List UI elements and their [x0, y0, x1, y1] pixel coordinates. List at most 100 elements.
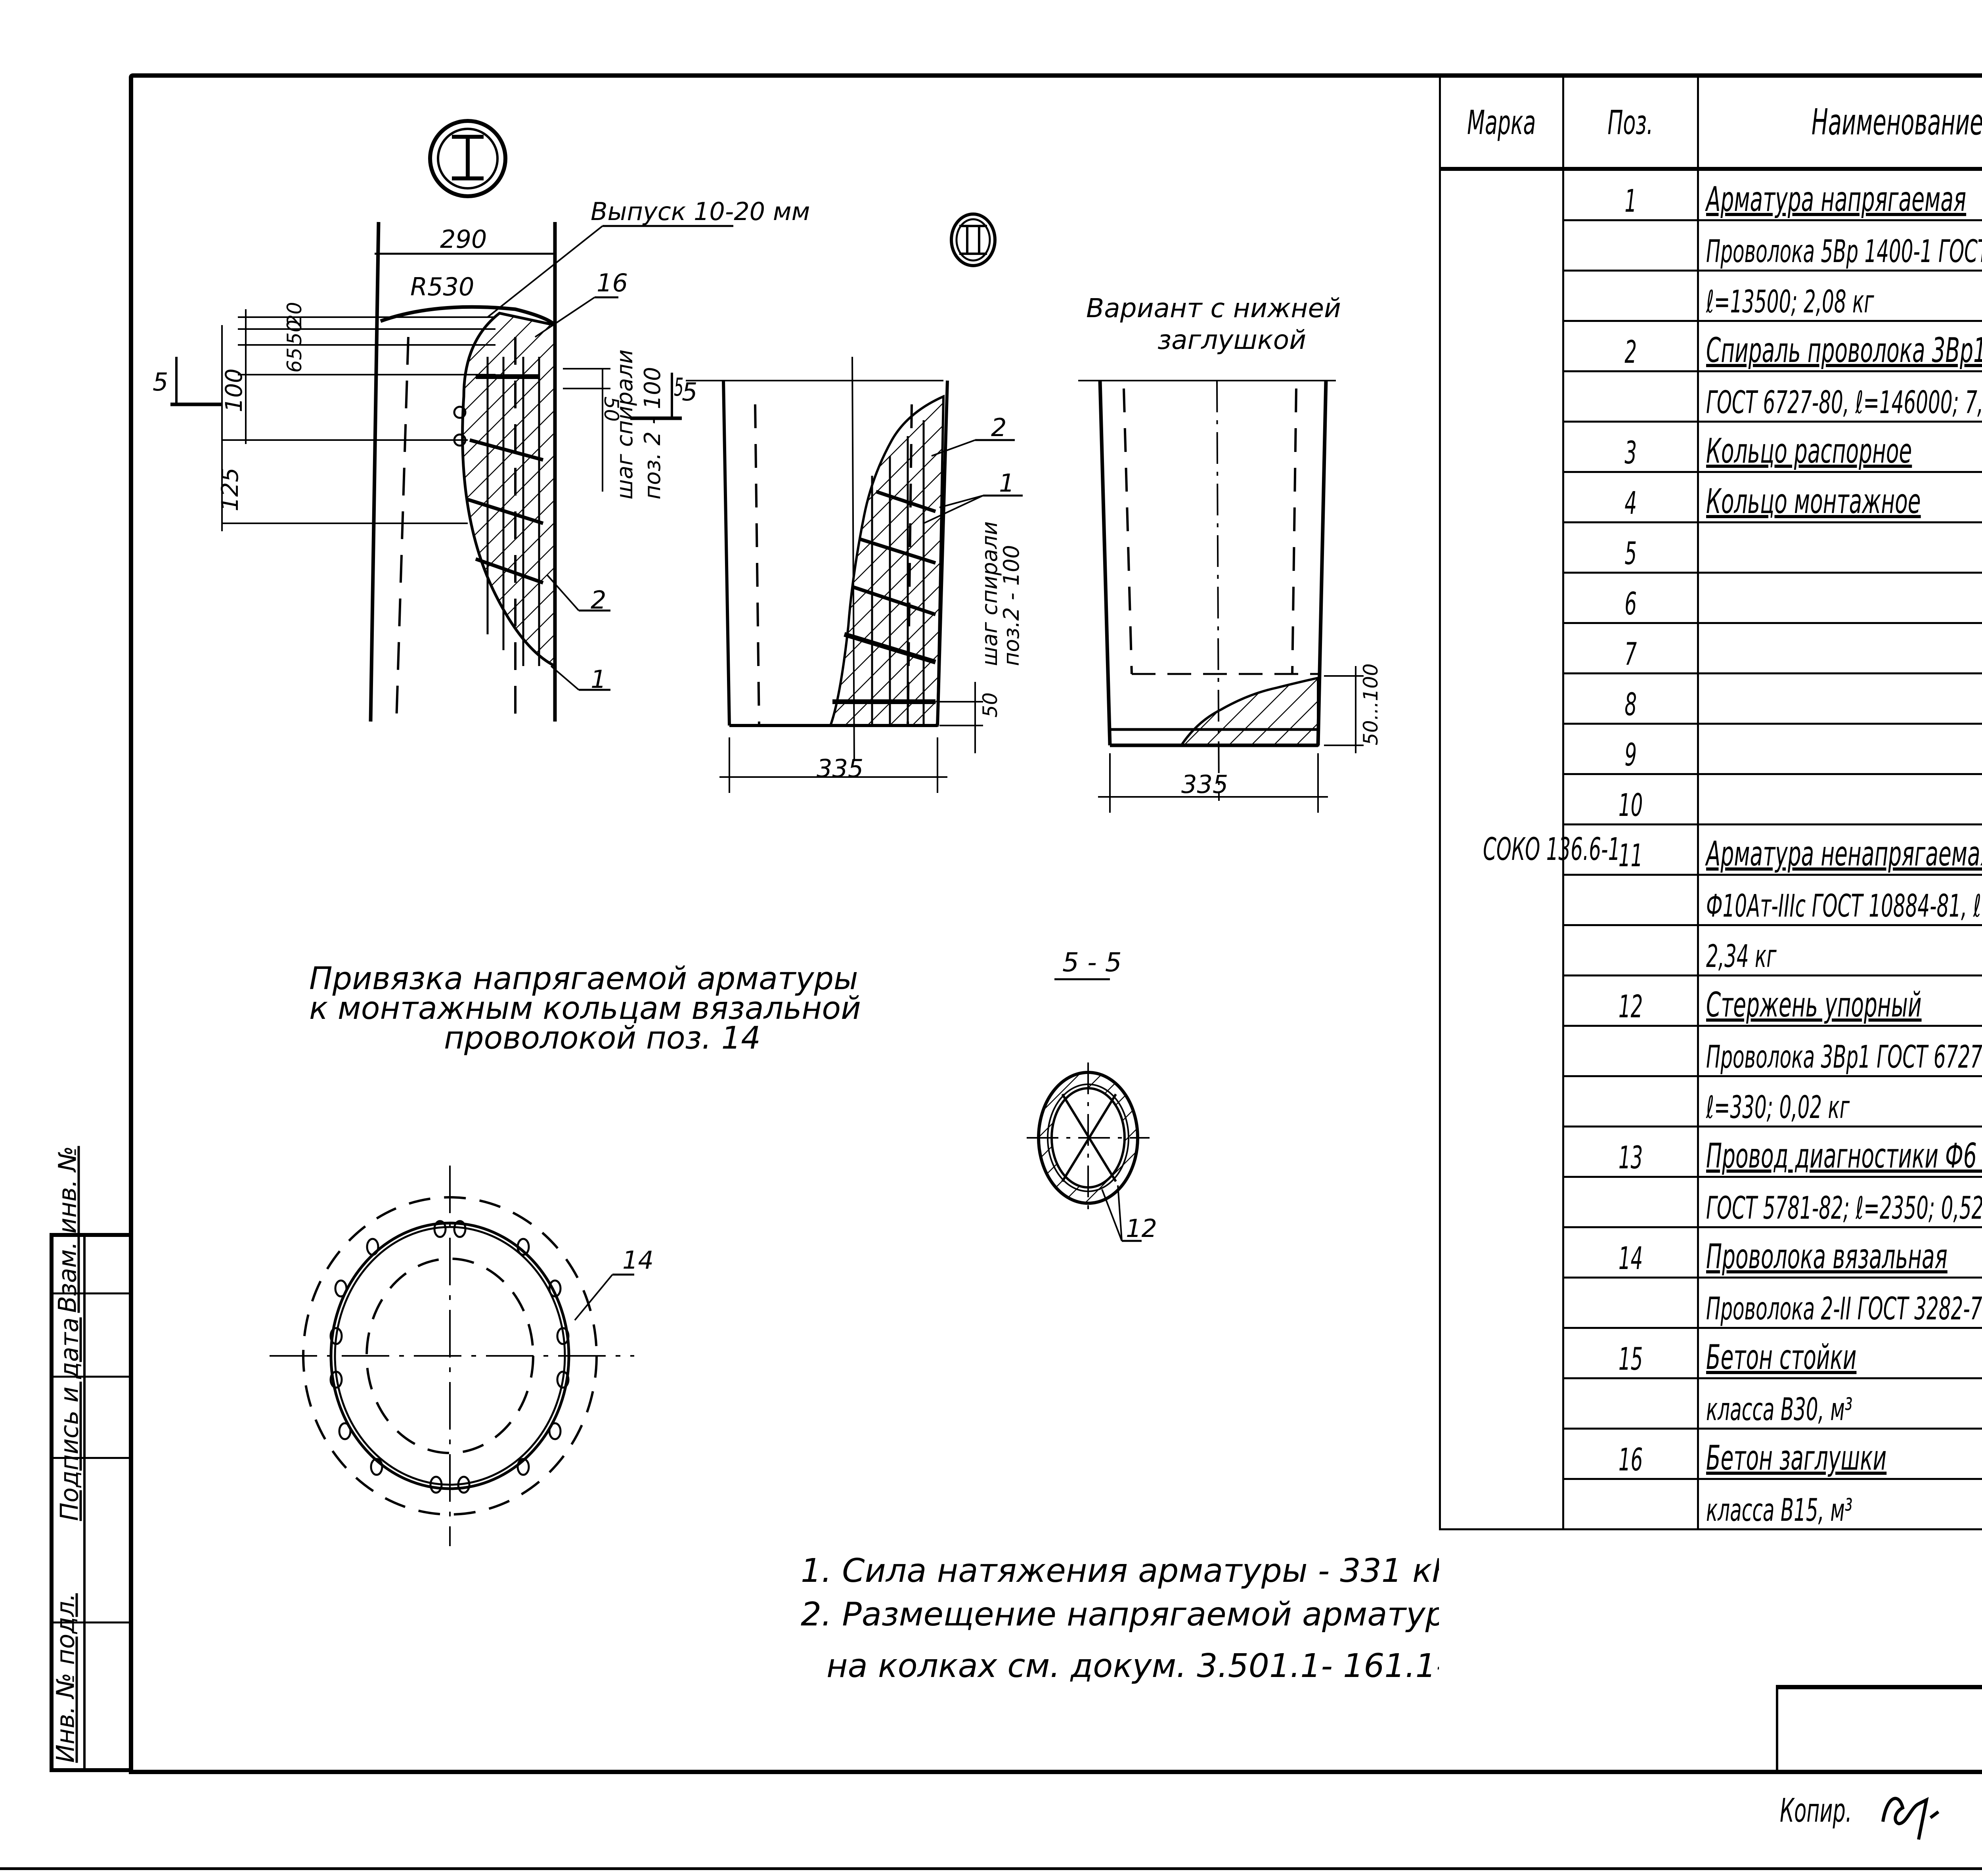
callout-1: 1 [591, 665, 606, 694]
table-row: Ф10Ат-IIIс ГОСТ 10884-81, ℓ=3800, [1440, 874, 1982, 926]
cell-pos: 7 [1562, 622, 1699, 674]
binding-title-1: Привязка напрягаемой арматуры [309, 961, 858, 997]
cell-name: Кольцо распорноеКР1 [1697, 421, 1982, 473]
dim-50-right: 50 [600, 396, 623, 422]
table-row: 10КМ41 [1440, 773, 1982, 825]
specification-table: Марка Поз. Наименование Кол. Обозначение… [1439, 73, 1982, 1530]
cell-name: Бетон стойки [1697, 1327, 1982, 1379]
dim-50: 50 [283, 320, 306, 345]
cell-name: ℓ=330; 0,02 кг [1697, 1075, 1982, 1128]
table-row: 5КМ51 [1440, 521, 1982, 574]
table-row: класса В15, м³0,004 [1440, 1478, 1982, 1530]
cell-name: Бетон заглушки [1697, 1428, 1982, 1480]
callout-14: 14 [622, 1246, 654, 1275]
binding-title-3: проволокой поз. 14 [444, 1020, 761, 1056]
cell-name: Арматура напрягаемая [1697, 168, 1982, 221]
d2-dim-335: 335 [817, 754, 863, 783]
cell-name: Кольцо монтажноеКМ2 [1697, 471, 1982, 523]
callout-2: 2 [591, 586, 606, 614]
note-2: 2. Размещение напрягаемой арматуры [801, 1596, 1439, 1633]
dim-100: 100 [220, 368, 247, 412]
section-mark-left: 5 [153, 368, 168, 396]
dim-20: 20 [283, 302, 306, 327]
binding-wire-ties [329, 1220, 570, 1494]
table-row: 2,34 кг8без черт. [1440, 924, 1982, 976]
variant-title-1: Вариант с нижней [1086, 293, 1341, 324]
table-row: ГОСТ 6727-80, ℓ=146000; 7,59 кг1без черт… [1440, 370, 1982, 423]
table-row: ℓ=330; 0,02 кг2без черт. [1440, 1075, 1982, 1128]
table-row: класса В30, м³0,79 [1440, 1377, 1982, 1430]
cell-name: ГОСТ 6727-80, ℓ=146000; 7,59 кг [1697, 370, 1982, 423]
drawings: Выпуск 10-20 мм 290 R530 16 2 1 5 5 100 … [153, 119, 1439, 1685]
d2-callout-2: 2 [991, 413, 1006, 442]
d2-dim-50: 50 [979, 692, 1002, 718]
cell-pos [1562, 370, 1699, 423]
cell-name: Арматура ненапрягаемая [1697, 823, 1982, 876]
d2-callout-1: 1 [999, 469, 1014, 498]
cell-pos: 13 [1562, 1126, 1699, 1178]
note-1: 1. Сила натяжения арматуры - 331 кН. [801, 1552, 1439, 1590]
variant-title-2: заглушкой [1157, 325, 1306, 355]
copied-label: Копир. [1780, 1792, 1852, 1830]
note-3: на колках см. докум. 3.501.1- 161.1- 13. [826, 1647, 1439, 1685]
cell-name: Проволока 5Вр 1400-1 ГОСТ 7348-81 [1697, 219, 1982, 272]
cell-pos: 11 [1562, 823, 1699, 876]
cell-name: класса В15, м³ [1697, 1478, 1982, 1530]
header-name: Наименование [1697, 73, 1982, 171]
drawing-frame [129, 73, 1982, 1774]
table-row: Проволока 5Вр 1400-1 ГОСТ 7348-81 [1440, 219, 1982, 272]
stamp-row-line [54, 1376, 129, 1378]
detail-2-drawing [686, 356, 1023, 793]
stamp-divider [83, 1237, 86, 1772]
table-row: 9КМ71 [1440, 723, 1982, 775]
cell-name: КМ6 [1697, 572, 1982, 624]
detail-1-drawing [170, 222, 733, 722]
cell-name: Проволока 3Вр1 ГОСТ 6727-80 [1697, 1025, 1982, 1077]
cell-name: КМ8 [1697, 622, 1982, 674]
title-block: 3.501.1 - 161.1-5 Лист 2 [1776, 1685, 1982, 1774]
cell-pos: 1 [1562, 168, 1699, 221]
cell-pos: 5 [1562, 521, 1699, 574]
cell-pos [1562, 1176, 1699, 1228]
cell-pos: 9 [1562, 723, 1699, 775]
cell-pos: 15 [1562, 1327, 1699, 1379]
cell-name: КМ9 [1697, 672, 1982, 725]
cell-pos [1562, 1478, 1699, 1530]
cell-pos: 14 [1562, 1226, 1699, 1279]
radius-label: R530 [410, 272, 474, 301]
cell-pos: 12 [1562, 974, 1699, 1027]
section-mark-right: 5 [682, 377, 697, 406]
cell-pos: 8 [1562, 672, 1699, 725]
cell-pos [1562, 874, 1699, 926]
table-row: ℓ=13500; 2,08 кг24без черт. [1440, 270, 1982, 322]
cell-name: Провод диагностики Ф6 АI [1697, 1126, 1982, 1178]
cell-name: Стержень упорный [1697, 974, 1982, 1027]
cell-name: КМ7 [1697, 723, 1982, 775]
cell-pos [1562, 1075, 1699, 1128]
d2-spiral-step-top: шаг спирали [977, 521, 1002, 666]
dim-125: 125 [216, 467, 243, 511]
cell-pos [1562, 1277, 1699, 1329]
binding-title-2: к монтажным кольцам вязальной [309, 991, 861, 1026]
variant-dim-50-100: 50...100 [1359, 663, 1382, 745]
cell-mark: СОКО 136.6-1 [1439, 168, 1620, 1530]
spiral-step-top: шаг спирали [612, 349, 638, 500]
cell-name: КМ4 [1697, 773, 1982, 825]
variant-drawing [1078, 380, 1364, 813]
cell-name: Проволока вязальная [1697, 1226, 1982, 1279]
header-pos: Поз. [1562, 73, 1699, 171]
dim-290: 290 [440, 225, 487, 254]
cell-name: Ф10Ат-IIIс ГОСТ 10884-81, ℓ=3800, [1697, 874, 1982, 926]
table-row: 7КМ81 [1440, 622, 1982, 674]
cell-pos [1562, 924, 1699, 976]
cell-pos: 3 [1562, 421, 1699, 473]
d2-spiral-step-bottom: поз.2 - 100 [999, 545, 1024, 666]
section-5-5-drawing [1027, 1062, 1150, 1242]
